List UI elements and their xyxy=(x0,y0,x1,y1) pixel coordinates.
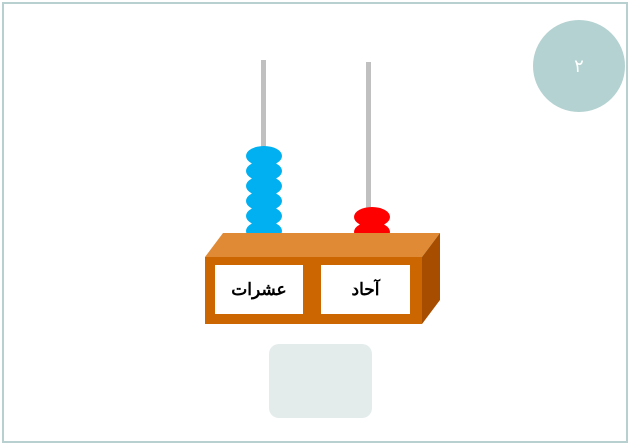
ones-label: آحاد xyxy=(321,265,410,314)
abacus-base-top xyxy=(205,233,440,257)
answer-box[interactable] xyxy=(269,344,372,418)
tens-label: عشرات xyxy=(215,265,303,314)
